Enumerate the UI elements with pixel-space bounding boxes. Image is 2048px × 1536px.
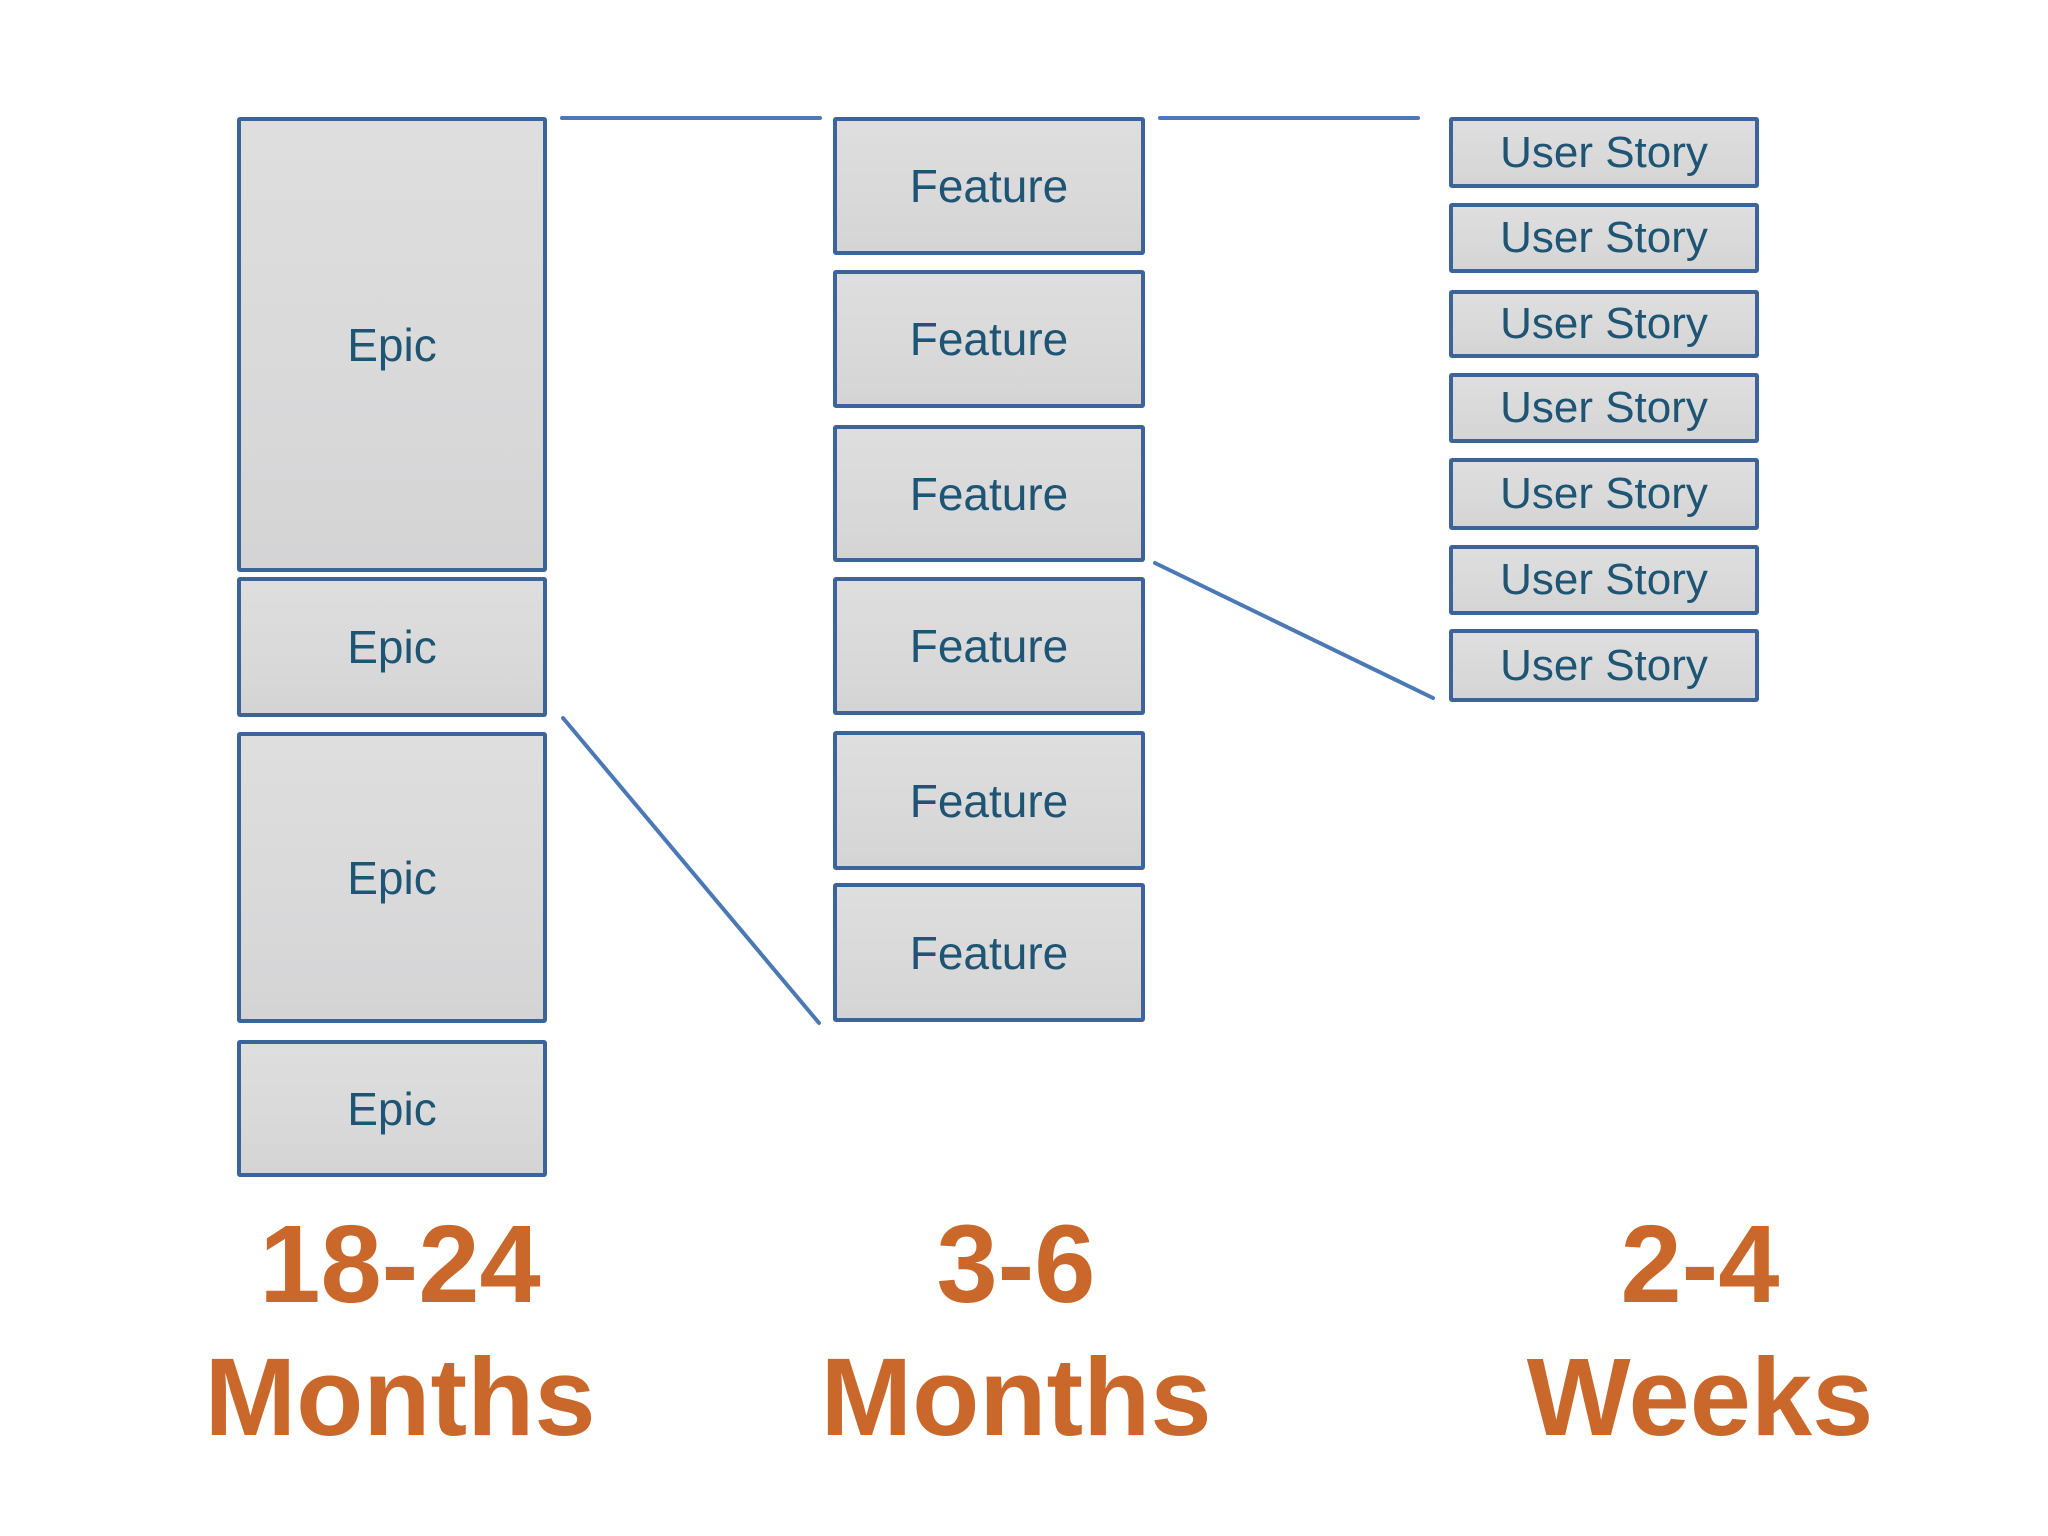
user-story-box-label: User Story <box>1500 127 1708 177</box>
feature-box-label: Feature <box>909 467 1069 520</box>
user-story-box-label: User Story <box>1500 555 1708 604</box>
user-story-box-6: User Story <box>1449 545 1759 615</box>
feature-box-5: Feature <box>833 731 1145 870</box>
epic-box-label: Epic <box>347 621 437 673</box>
feature-box-label: Feature <box>909 926 1069 979</box>
feature-box-label: Feature <box>909 774 1069 827</box>
feature-box-4: Feature <box>833 577 1145 715</box>
duration-label-epics: 18-24 Months <box>100 1198 700 1464</box>
user-story-box-label: User Story <box>1500 299 1708 348</box>
user-story-box-label: User Story <box>1500 383 1708 432</box>
feature-box-6: Feature <box>833 883 1145 1022</box>
user-story-box-4: User Story <box>1449 373 1759 443</box>
duration-range: 18-24 <box>259 1203 541 1326</box>
epic-box-label: Epic <box>347 1082 437 1135</box>
user-story-box-5: User Story <box>1449 458 1759 530</box>
user-story-box-label: User Story <box>1500 213 1708 262</box>
epic-box-label: Epic <box>347 318 437 371</box>
user-story-box-2: User Story <box>1449 203 1759 273</box>
user-story-box-7: User Story <box>1449 629 1759 702</box>
feature-box-label: Feature <box>909 160 1069 212</box>
duration-unit: Weeks <box>1526 1336 1874 1460</box>
duration-range: 3-6 <box>936 1203 1096 1326</box>
epic-box-1: Epic <box>237 117 547 572</box>
epic-box-3: Epic <box>237 732 547 1023</box>
feature-box-label: Feature <box>909 620 1069 672</box>
feature-box-1: Feature <box>833 117 1145 255</box>
epic-box-4: Epic <box>237 1040 547 1177</box>
duration-unit: Months <box>204 1336 596 1460</box>
feature-box-3: Feature <box>833 425 1145 562</box>
feature-box-label: Feature <box>909 313 1069 365</box>
duration-label-user-stories: 2-4 Weeks <box>1400 1198 2000 1464</box>
connector-epic-to-feature-bottom <box>561 716 821 1025</box>
duration-unit: Months <box>820 1336 1212 1460</box>
duration-label-features: 3-6 Months <box>716 1198 1316 1464</box>
user-story-box-label: User Story <box>1500 469 1708 518</box>
user-story-box-label: User Story <box>1500 640 1708 690</box>
duration-range: 2-4 <box>1620 1203 1780 1326</box>
connector-feature-to-story-bottom <box>1153 561 1435 700</box>
user-story-box-1: User Story <box>1449 117 1759 188</box>
feature-box-2: Feature <box>833 270 1145 408</box>
epic-box-label: Epic <box>347 851 437 904</box>
user-story-box-3: User Story <box>1449 290 1759 358</box>
epic-box-2: Epic <box>237 577 547 717</box>
